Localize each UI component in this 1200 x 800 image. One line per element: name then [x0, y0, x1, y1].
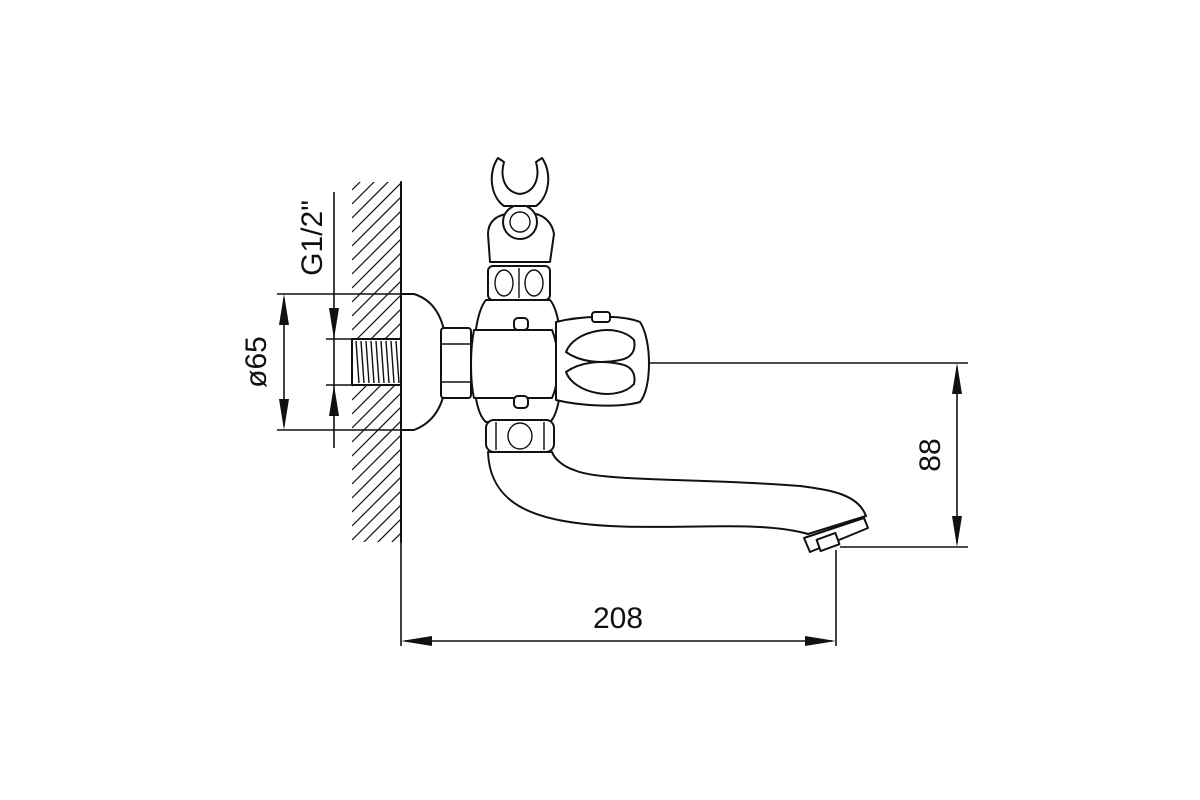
hatch-line	[352, 461, 402, 513]
hatch-line	[352, 574, 402, 624]
thread-ridge	[355, 340, 360, 384]
body-bottom-bolt	[513, 395, 529, 409]
spout-pipe	[487, 451, 867, 535]
hatch-line	[352, 405, 402, 457]
hatch-line	[352, 237, 402, 289]
hatch-line	[352, 588, 402, 638]
holder-ring	[502, 204, 538, 240]
body-front-bulge	[470, 329, 559, 399]
wall-flange	[400, 293, 448, 431]
hatch-line	[352, 265, 402, 317]
hatch-line	[352, 223, 402, 275]
hatch-line	[352, 293, 402, 345]
dim-arrow-thread-top	[329, 308, 339, 339]
spout	[487, 451, 869, 553]
hatch-line	[352, 182, 402, 233]
dim-arrow-flange-top	[279, 294, 289, 325]
dimension-flange-label: ø65	[240, 336, 273, 388]
dimension-height: 88	[650, 362, 968, 548]
wall	[352, 181, 402, 638]
thread-ridge	[370, 340, 375, 384]
dim-arrow-thread-bottom	[329, 385, 339, 416]
dim-arrow-right	[805, 636, 836, 646]
handle-lower-lobe	[565, 361, 636, 395]
dim-arrow-bottom	[952, 516, 962, 547]
hatch-line	[352, 433, 402, 485]
hatch-line	[352, 560, 402, 610]
hatch-line	[363, 503, 402, 542]
wall-hatching	[352, 182, 402, 638]
hatch-line	[352, 447, 402, 499]
hatch-line	[352, 182, 361, 191]
hex-nut	[440, 327, 472, 399]
thread-ridge	[380, 340, 385, 384]
thread-lines	[355, 340, 400, 384]
hatch-line	[391, 531, 402, 542]
hatch-line	[352, 391, 402, 443]
thread-ridge	[365, 340, 370, 384]
thread-ridge	[390, 340, 395, 384]
thread-ridge	[360, 340, 365, 384]
lever-handle	[555, 311, 650, 407]
hatch-line	[352, 279, 402, 331]
body-top-bolt	[513, 317, 529, 331]
shower-holder	[487, 157, 555, 263]
hatch-line	[352, 489, 402, 541]
hatch-line	[377, 517, 402, 542]
hatch-line	[352, 195, 402, 247]
dimension-flange: ø65	[240, 293, 412, 431]
aerator-tip	[815, 531, 841, 553]
thread-ridge	[375, 340, 380, 384]
holder-clip	[490, 157, 550, 207]
threaded-connector	[351, 338, 403, 386]
lower-union-nut	[485, 419, 555, 453]
upper-union-nut	[487, 265, 551, 301]
hatch-line	[352, 182, 375, 205]
handle-cap	[591, 311, 611, 323]
hatch-line	[352, 546, 402, 596]
thread-ridge	[395, 340, 400, 384]
hatch-line	[352, 475, 402, 527]
dimension-length-label: 208	[593, 602, 643, 635]
hatch-line	[352, 419, 402, 471]
dim-arrow-left	[401, 636, 432, 646]
dimension-thread-label: G1/2"	[296, 200, 329, 276]
hatch-line	[352, 182, 389, 219]
dimension-thread: G1/2"	[296, 192, 352, 448]
mixer-body	[470, 299, 563, 423]
dim-arrow-flange-bottom	[279, 399, 289, 430]
hatch-line	[352, 377, 402, 429]
thread-ridge	[385, 340, 390, 384]
dim-arrow-top	[952, 363, 962, 394]
hatch-line	[352, 209, 402, 261]
dimension-height-label: 88	[914, 438, 947, 471]
dimension-length: 208	[400, 542, 837, 646]
